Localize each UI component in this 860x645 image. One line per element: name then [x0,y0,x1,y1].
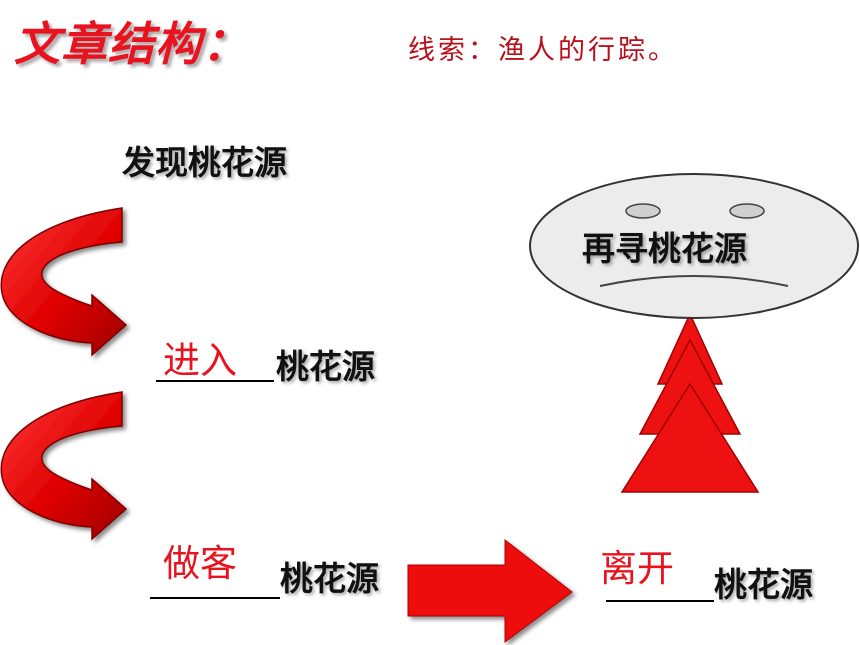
clue-text: 线索：渔人的行踪。 [408,35,678,66]
step-enter-label: 桃花源 [276,347,375,386]
step-leave-answer: 离开 [600,547,674,590]
step-leave-blank [606,600,714,602]
page-title: 文章结构： [14,17,249,71]
step-enter-answer: 进入 [163,339,237,382]
tree-shape [620,312,760,493]
step-seek-again-label: 再寻桃花源 [582,229,747,268]
thought-bubble [529,173,859,319]
step-discover-label: 发现桃花源 [122,143,287,182]
bubble-mouth [599,275,789,287]
step-guest-blank [150,597,280,599]
bubble-eye-right [729,203,765,219]
step-guest-label: 桃花源 [280,559,379,598]
right-block-arrow [407,538,573,643]
bubble-eye-left [625,203,661,219]
step-enter-blank [156,380,274,382]
step-guest-answer: 做客 [163,542,237,585]
curved-arrow-2 [0,391,128,541]
curved-arrow-1 [0,207,128,357]
step-leave-label: 桃花源 [714,565,813,604]
